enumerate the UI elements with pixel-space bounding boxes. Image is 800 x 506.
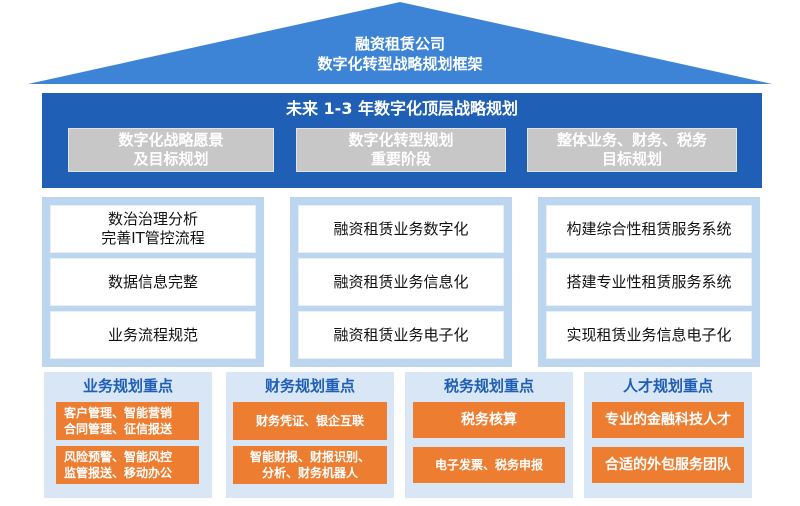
foundation-item: 税务核算 bbox=[413, 402, 565, 438]
pillar-item: 数治治理分析 完善IT管控流程 bbox=[50, 205, 256, 253]
strategy-box-phases: 数字化转型规划 重要阶段 bbox=[296, 128, 506, 172]
roof-title-line1: 融资租赁公司 bbox=[354, 35, 445, 53]
foundation-item: 财务凭证、银企互联 bbox=[233, 402, 387, 440]
pillar-item: 融资租赁业务电子化 bbox=[298, 311, 504, 359]
pillar-item: 实现租赁业务信息电子化 bbox=[546, 311, 752, 359]
strategy-box-targets: 整体业务、财务、税务 目标规划 bbox=[527, 128, 737, 172]
pillar-item: 搭建专业性租赁服务系统 bbox=[546, 258, 752, 306]
foundation-item: 合适的外包服务团队 bbox=[592, 447, 744, 483]
pillar-item: 数据信息完整 bbox=[50, 258, 256, 306]
foundation-item: 客户管理、智能营销 合同管理、征信报送 bbox=[56, 402, 199, 440]
foundation-title: 人才规划重点 bbox=[622, 377, 713, 395]
foundation-title: 业务规划重点 bbox=[82, 377, 173, 395]
pillar-item: 构建综合性租赁服务系统 bbox=[546, 205, 752, 253]
foundation-item: 专业的金融科技人才 bbox=[592, 402, 744, 438]
strategy-box-vision: 数字化战略愿景 及目标规划 bbox=[68, 128, 274, 172]
foundation-title: 税务规划重点 bbox=[443, 377, 534, 395]
foundation-item: 风险预警、智能风控 监管报送、移动办公 bbox=[56, 446, 199, 484]
roof-title: 融资租赁公司 数字化转型战略规划框架 bbox=[300, 34, 500, 74]
foundation-item: 电子发票、税务申报 bbox=[413, 447, 565, 483]
foundation-item: 智能财报、财报识别、 分析、财务机器人 bbox=[233, 446, 387, 484]
pillar-item: 融资租赁业务数字化 bbox=[298, 205, 504, 253]
pillar-item: 业务流程规范 bbox=[50, 311, 256, 359]
foundation-title: 财务规划重点 bbox=[264, 377, 355, 395]
roof-triangle bbox=[28, 2, 772, 84]
roof-title-line2: 数字化转型战略规划框架 bbox=[317, 55, 483, 73]
pillar-item: 融资租赁业务信息化 bbox=[298, 258, 504, 306]
strategy-band-title: 未来 1-3 年数字化顶层战略规划 bbox=[285, 99, 519, 118]
